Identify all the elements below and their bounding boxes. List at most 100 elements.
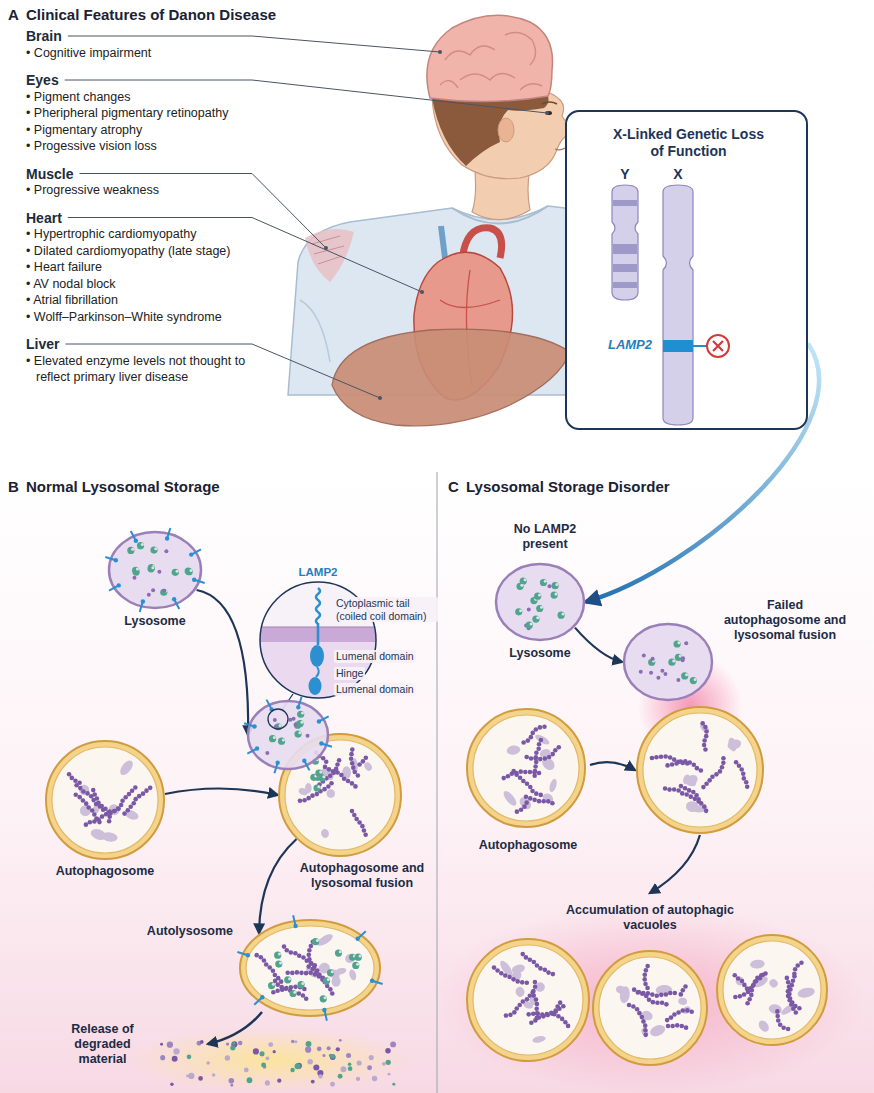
lamp2-protein <box>252 724 256 728</box>
cargo-chain <box>668 755 673 760</box>
enzyme <box>515 608 522 615</box>
cargo-chain <box>642 977 647 982</box>
cargo-chain <box>335 762 340 767</box>
cargo-chain <box>718 769 723 774</box>
cargo-chain <box>702 743 707 748</box>
cargo-chain <box>284 986 289 991</box>
domain-label: Cytoplasmic tail (coiled coil domain) <box>334 597 438 622</box>
degraded-particle <box>247 1077 253 1083</box>
cargo-chain <box>310 793 315 798</box>
lamp2-protein <box>114 558 118 562</box>
cargo-chain <box>133 785 138 790</box>
cargo <box>684 773 700 788</box>
enzyme-notch <box>288 977 291 980</box>
cargo-chain <box>738 994 743 999</box>
cargo-chain <box>714 772 719 777</box>
cargo-chain <box>302 798 307 803</box>
degraded-particle <box>253 1048 259 1054</box>
cargo <box>797 986 816 999</box>
cargo-chain <box>793 1004 798 1009</box>
enzyme-notch <box>301 982 304 985</box>
cargo-chain <box>521 779 526 784</box>
lysosome-content <box>660 669 664 673</box>
cargo-chain <box>144 788 149 793</box>
enzyme <box>312 938 319 945</box>
cargo-chain <box>637 1011 642 1016</box>
cargo <box>750 959 765 969</box>
domain-label: Lumenal domain <box>334 683 416 696</box>
cargo-chain <box>495 968 500 973</box>
vesicle <box>624 624 763 833</box>
cargo <box>515 986 526 998</box>
cargo-chain <box>361 759 366 764</box>
cargo-chain <box>640 991 645 996</box>
cargo-chain <box>298 798 303 803</box>
enzyme-notch <box>272 983 275 986</box>
cargo <box>325 788 336 799</box>
enzyme <box>268 982 275 989</box>
cargo-chain <box>339 773 344 778</box>
autophagosome-inner <box>643 713 757 827</box>
cargo <box>511 963 526 975</box>
cargo-chain <box>499 971 504 976</box>
feature-item: • Wolff–Parkinson–White syndrome <box>26 309 258 326</box>
lamp2-protein <box>370 979 374 983</box>
degraded-particle <box>273 1050 276 1053</box>
cargo <box>320 828 330 838</box>
lamp2-protein <box>302 758 306 762</box>
enzyme-notch <box>273 736 276 739</box>
cargo-chain <box>702 738 707 743</box>
degraded-particle <box>311 1080 315 1084</box>
cargo-chain <box>535 963 540 968</box>
degraded-particle <box>339 1039 342 1042</box>
degraded-particle <box>230 1045 235 1050</box>
cargo-chain <box>116 807 121 812</box>
cargo-chain <box>699 801 704 806</box>
cargo-chain <box>503 973 508 978</box>
feature-item: • Progessive vision loss <box>26 138 258 155</box>
lysosome-membrane <box>624 624 712 700</box>
cargo-chain <box>778 1022 783 1027</box>
feature-item: • Progressive weakness <box>26 182 258 199</box>
degraded-particle <box>265 1080 270 1085</box>
enzyme-notch <box>538 594 541 597</box>
cargo-chain <box>357 820 362 825</box>
cargo-chain <box>741 772 746 777</box>
y-chromosome <box>612 185 638 300</box>
cargo-chain <box>703 725 708 730</box>
cargo <box>118 758 136 777</box>
cargo-chain <box>290 971 295 976</box>
cargo-chain <box>740 979 745 984</box>
cargo-chain <box>736 976 741 981</box>
cargo-chain <box>327 767 332 772</box>
cargo-chain <box>538 793 543 798</box>
leader-dot <box>438 50 442 54</box>
autophagosome-outer <box>240 920 380 1016</box>
cargo-chain <box>720 765 725 770</box>
cargo-chain <box>670 1024 675 1029</box>
cargo-chain <box>539 738 544 743</box>
cargo-chain <box>254 953 259 958</box>
cargo-chain <box>529 735 534 740</box>
cargo-chain <box>88 820 93 825</box>
degraded-particle <box>338 1074 343 1079</box>
cargo-chain <box>745 785 750 790</box>
cargo-chain <box>507 975 512 980</box>
cargo-chain <box>676 1010 681 1015</box>
degraded-particle <box>226 1042 229 1045</box>
cargo-chain <box>669 1015 674 1020</box>
cargo-chain <box>543 968 548 973</box>
cargo <box>331 976 341 987</box>
enzyme <box>297 981 304 988</box>
degraded-particle <box>331 1054 335 1058</box>
cargo-chain <box>536 1011 541 1016</box>
cargo-chain <box>289 950 294 955</box>
enzyme <box>532 615 539 622</box>
cargo-chain <box>330 991 335 996</box>
cargo-chain <box>297 953 302 958</box>
cargo-chain <box>534 791 539 796</box>
release-arrow <box>208 1012 262 1044</box>
cargo-chain <box>514 772 519 777</box>
autolysosome-shape <box>238 918 382 1018</box>
cargo-chain <box>680 761 685 766</box>
